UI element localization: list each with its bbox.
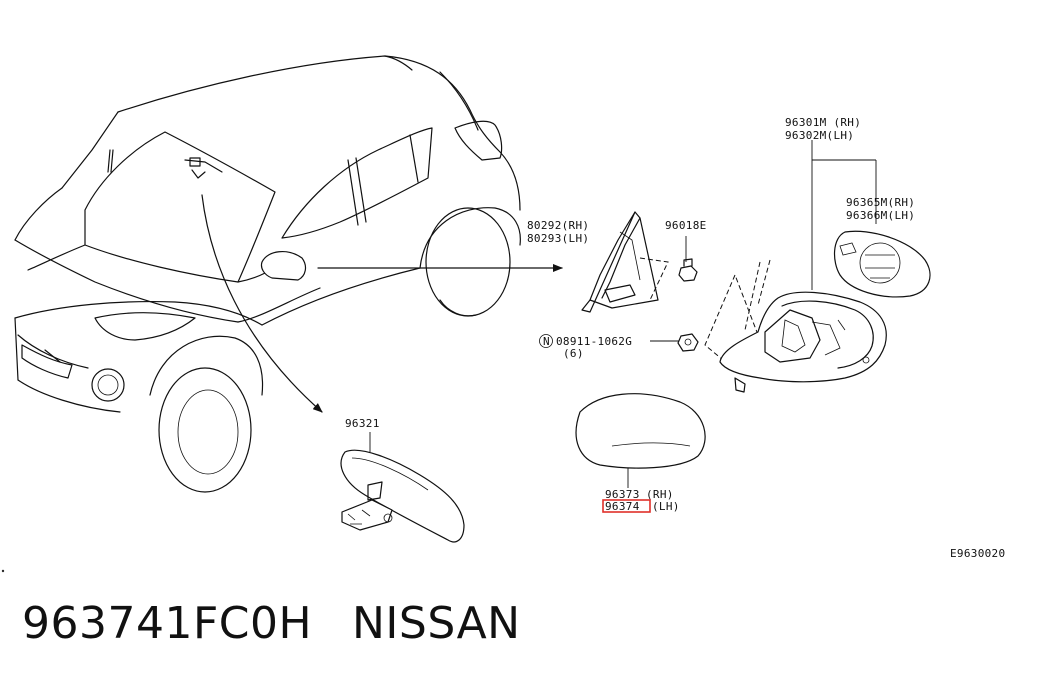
inside-mirror bbox=[340, 432, 465, 543]
brand-caption: NISSAN bbox=[352, 598, 521, 649]
label-cover-rh-num: 96373 bbox=[605, 488, 640, 501]
mirror-cover bbox=[575, 393, 706, 488]
label-cover-rh-side: (RH) bbox=[646, 488, 674, 501]
vehicle-illustration bbox=[14, 55, 521, 493]
label-finisher-lh: 80293(LH) bbox=[527, 232, 589, 245]
diagram-canvas: 96301M (RH) 96302M(LH) 96365M(RH) 96366M… bbox=[1, 55, 1005, 573]
label-cover-lh-side: (LH) bbox=[652, 500, 680, 513]
label-cover-lh-num: 96374 bbox=[605, 500, 640, 513]
callout-labels: 96301M (RH) 96302M(LH) 96365M(RH) 96366M… bbox=[345, 116, 1005, 560]
bolt-icon bbox=[539, 333, 699, 352]
arrow-to-inside-mirror bbox=[201, 194, 323, 413]
label-glass-rh: 96365M(RH) bbox=[846, 196, 915, 209]
n-symbol-circle bbox=[539, 334, 553, 348]
label-bolt-qty: (6) bbox=[563, 347, 584, 360]
label-nut: 96018E bbox=[665, 219, 707, 232]
nut-icon bbox=[678, 236, 698, 282]
label-glass-lh: 96366M(LH) bbox=[846, 209, 915, 222]
label-inside-mirror: 96321 bbox=[345, 417, 380, 430]
corner-dot bbox=[1, 569, 5, 573]
mirror-glass bbox=[811, 140, 931, 298]
highlight-box bbox=[602, 499, 651, 513]
diagram-code: E9630020 bbox=[950, 547, 1005, 560]
label-bolt-symbol: N bbox=[543, 335, 550, 348]
label-bolt-part: 08911-1062G bbox=[556, 335, 632, 348]
door-mirror-assembly bbox=[704, 160, 887, 393]
part-number-caption: 963741FC0H bbox=[22, 598, 313, 649]
door-corner-finisher bbox=[581, 211, 669, 313]
label-mirror-assy-lh: 96302M(LH) bbox=[785, 129, 854, 142]
label-mirror-assy-rh: 96301M (RH) bbox=[785, 116, 861, 129]
label-finisher-rh: 80292(RH) bbox=[527, 219, 589, 232]
